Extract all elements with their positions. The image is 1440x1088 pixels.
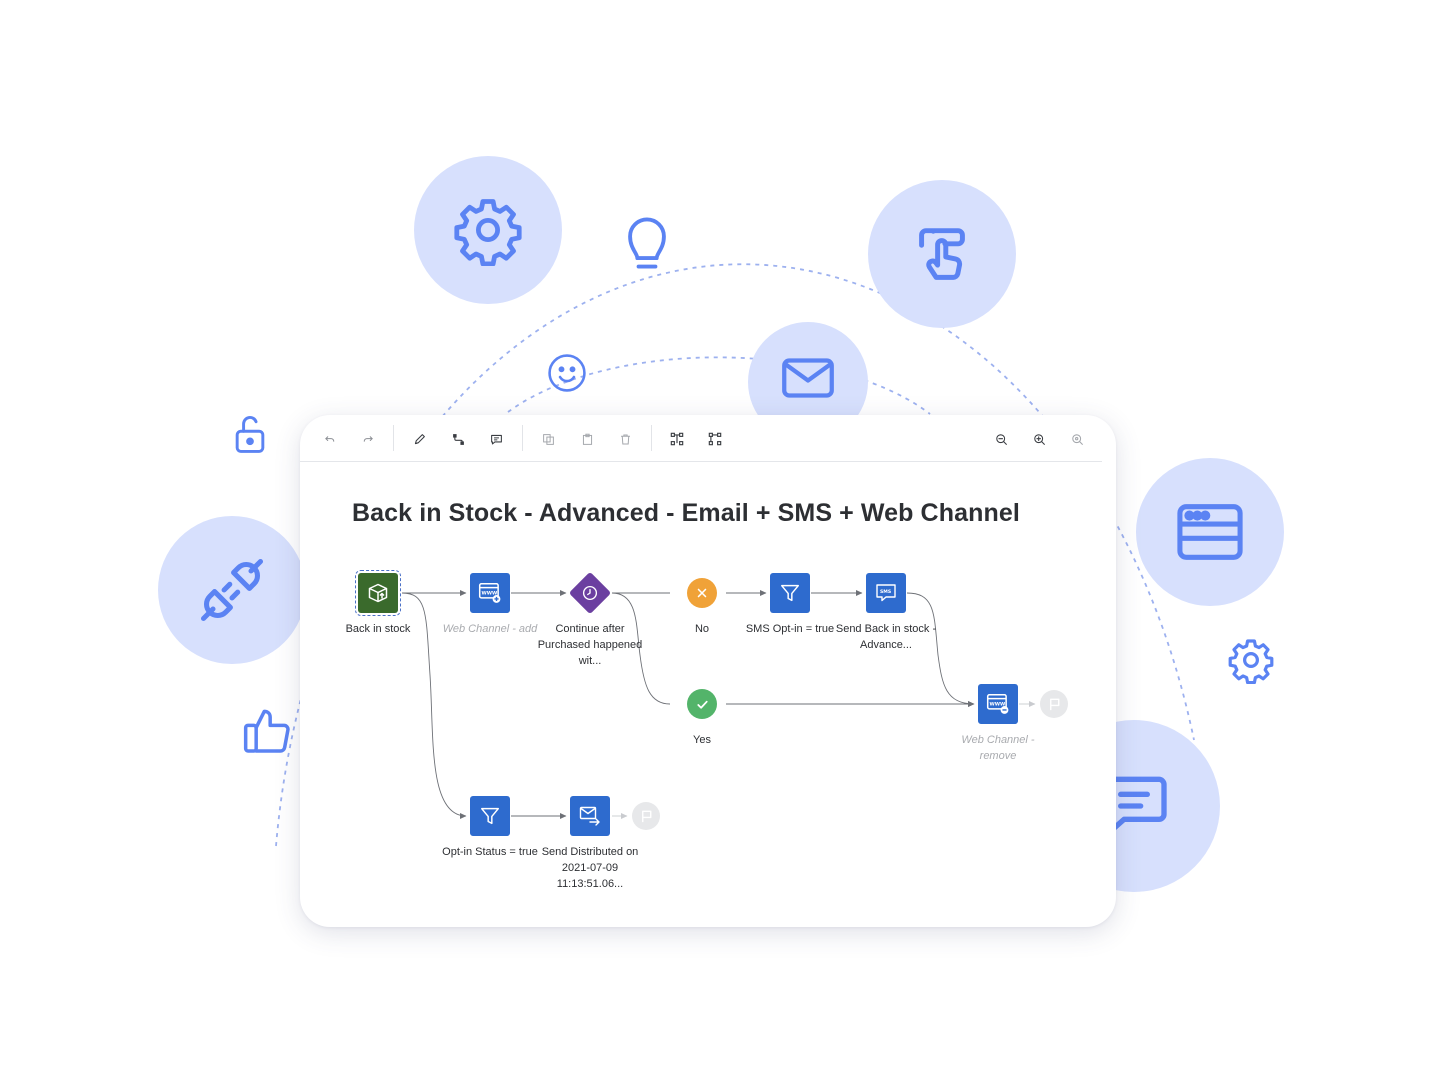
package-trigger-icon	[368, 583, 388, 603]
unlock-decoration	[230, 412, 270, 456]
zoom-reset-icon	[1071, 433, 1083, 445]
zoom-in-button[interactable]	[1030, 430, 1048, 448]
zoom-out-icon	[995, 433, 1007, 445]
edit-icon	[414, 433, 425, 444]
yes-branch-label: Yes	[693, 734, 711, 746]
delete-icon	[620, 434, 630, 444]
svg-text:SMS: SMS	[880, 589, 891, 595]
copy-button[interactable]	[539, 430, 557, 448]
journey-editor-window: Back in Stock - Advanced - Email + SMS +…	[300, 415, 1116, 927]
web-channel-add-node[interactable]: WWW	[470, 573, 510, 613]
comment-icon	[490, 434, 502, 444]
paste-icon	[582, 433, 592, 445]
comment-button[interactable]	[487, 430, 505, 448]
align-icon	[708, 432, 722, 446]
continue-after-icon-wrap	[575, 578, 605, 608]
zoom-reset-button[interactable]	[1068, 430, 1086, 448]
edit-button[interactable]	[410, 430, 428, 448]
send-distributed-label: Send Distributed on 2021-07-09 11:13:51.…	[541, 846, 639, 890]
web-channel-remove-label: Web Channel - remove	[961, 734, 1035, 762]
copy-icon	[542, 433, 554, 445]
optin-status-node[interactable]	[470, 796, 510, 836]
sms-optin-node[interactable]	[770, 573, 810, 613]
gear-circle	[414, 156, 562, 304]
svg-text:WWW: WWW	[990, 701, 1006, 707]
toolbar-separator	[651, 425, 652, 451]
connector-icon	[452, 433, 464, 445]
back-in-stock-node[interactable]	[355, 570, 401, 616]
continue-after-label: Continue after Purchased happened wit...	[537, 623, 643, 667]
redo-button[interactable]	[359, 430, 377, 448]
end-flag-node[interactable]	[632, 802, 660, 830]
smiley-decoration	[544, 350, 590, 396]
undo-icon	[325, 436, 335, 442]
touch-pointer-icon	[919, 228, 965, 280]
undo-button[interactable]	[321, 430, 339, 448]
flow-connectors	[401, 590, 1036, 819]
small-gear-icon	[1228, 639, 1274, 684]
lightbulb-icon	[628, 217, 666, 269]
filter-icon	[781, 584, 799, 602]
auto-layout-button[interactable]	[668, 430, 686, 448]
clock-icon	[582, 585, 598, 601]
lightbulb-decoration	[618, 212, 676, 280]
web-add-icon: WWW	[478, 583, 501, 603]
browser-circle	[1136, 458, 1284, 606]
align-button[interactable]	[706, 430, 724, 448]
small-gear-decoration	[1226, 635, 1276, 685]
plug-icon	[200, 558, 264, 622]
delete-button[interactable]	[616, 430, 634, 448]
web-remove-icon: WWW	[986, 694, 1009, 714]
yes-branch-node[interactable]	[687, 689, 717, 719]
flag-icon	[641, 810, 651, 822]
back-in-stock-label: Back in stock	[345, 623, 411, 635]
sms-optin-label: SMS Opt-in = true	[745, 623, 835, 635]
touch-circle	[868, 180, 1016, 328]
browser-window-icon	[1177, 504, 1243, 560]
filter-icon	[481, 807, 499, 825]
toolbar-separator	[522, 425, 523, 451]
flag-icon	[1049, 698, 1059, 710]
close-icon	[697, 588, 707, 598]
web-channel-add-label: Web Channel - add	[442, 623, 538, 635]
journey-title: Back in Stock - Advanced - Email + SMS +…	[352, 499, 1020, 527]
gear-icon	[454, 199, 522, 266]
toolbar-divider	[300, 461, 1102, 462]
thumbs-up-icon	[243, 709, 290, 753]
connector-button[interactable]	[449, 430, 467, 448]
no-branch-label: No	[694, 623, 710, 635]
toolbar-separator	[393, 425, 394, 451]
paste-button[interactable]	[578, 430, 596, 448]
send-distributed-node[interactable]	[570, 796, 610, 836]
envelope-icon	[782, 358, 834, 398]
end-flag-node[interactable]	[1040, 690, 1068, 718]
send-back-in-stock-label: Send Back in stock - Advance...	[835, 623, 937, 651]
check-icon	[696, 700, 708, 709]
email-send-icon	[579, 806, 600, 826]
plug-circle	[158, 516, 306, 664]
sms-icon: SMS	[876, 584, 896, 602]
unlock-icon	[235, 415, 265, 453]
send-back-in-stock-node[interactable]: SMS	[866, 573, 906, 613]
optin-status-label: Opt-in Status = true	[442, 846, 538, 858]
web-channel-remove-node[interactable]: WWW	[978, 684, 1018, 724]
editor-toolbar	[300, 415, 1116, 462]
redo-icon	[363, 436, 373, 442]
svg-text:WWW: WWW	[482, 590, 498, 596]
zoom-out-button[interactable]	[992, 430, 1010, 448]
auto-layout-icon	[670, 432, 684, 446]
thumbs-up-decoration	[240, 700, 298, 760]
no-branch-node[interactable]	[687, 578, 717, 608]
zoom-in-icon	[1033, 433, 1045, 445]
smiley-icon	[548, 354, 586, 392]
